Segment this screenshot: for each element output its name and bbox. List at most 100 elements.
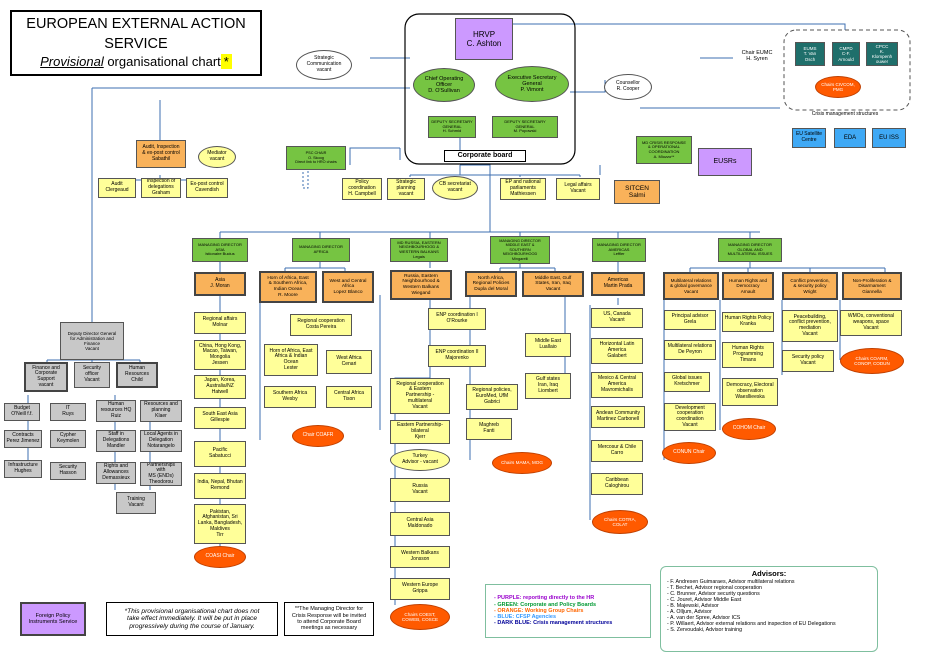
advisor-6: - A. van der Spree, Advisor ICS [667,615,741,622]
box-chair-eumc: Chair EUMC H. Syren [733,43,781,69]
box-mena-chair: Chairs MAMA, MOG [492,452,552,474]
box-md-americas: MANAGING DIRECTOR AMERICAS Leffler [592,238,646,262]
box-americas-chair: Chairs COTRA, COLAT [592,510,648,534]
title-subtitle: Provisional organisational chart* [12,54,260,69]
box-russia-head: Russia, Eastern Neighbourhood & Western … [390,270,452,300]
advisor-7: - P. Willaert, Advisor external relation… [667,621,836,628]
box-md-crisis: MD CRISIS RESPONSE & OPERATIONAL COORDIN… [636,136,692,164]
box-mena-regional-policies: Regional policies, EuroMed, UfM Gabrici [466,384,518,410]
box-training: Training Vacant [116,492,156,514]
box-exec-sec: Executive Secretary General P. Vimont [495,66,569,102]
box-global-wmd: WMOs, conventional weapons, space Vacant [840,310,902,336]
box-asia-item-2: Japan, Korea, Australia/NZ Hatwell [194,375,246,399]
advisor-1: - T. Bechet, Advisor regional cooperatio… [667,584,763,591]
box-asia-head: Asia J. Moran [194,272,246,296]
box-dsg-schmid: DEPUTY SECRETARY GENERAL H. Schmid [428,116,476,138]
box-hrvp: HRVP C. Ashton [455,18,513,60]
box-mena-me: Middle East Luallaio [525,333,571,357]
box-americas-head: Americas Martin Prada [591,272,645,296]
box-asia-chair: COASI Chair [194,546,246,568]
box-fpi: Foreign Policy Instruments Service [20,602,86,636]
legend-box: - PURPLE: reporting directly to the HR -… [485,584,651,638]
box-global-chair-conun: CONUN Chair [662,442,716,464]
box-global-conflict: Conflict prevention, & security policy W… [782,272,838,300]
box-corporate-board: Corporate board [444,150,526,162]
box-africa-west-sub: West Africa Cenari [326,350,372,374]
box-asia-item-1: China, Hong Kong, Macao, Taiwan, Mongoli… [194,340,246,370]
box-staff-delegations: Staff in Delegations Mandler [96,430,136,452]
box-md-mena: MANAGING DIRECTOR MIDDLE EAST & SOUTHERN… [490,236,550,264]
title-star: * [220,54,232,69]
box-africa-horn-sub: Horn of Africa, East Africa & Indian Oce… [264,344,318,376]
box-asia-item-4: Pacific Sabatucci [194,441,246,467]
box-counsellor: Counsellor R. Cooper [604,74,652,100]
box-global-nonprolif: Non-Proliferation & Disarmament Giannell… [842,272,902,300]
box-mena-enp2: ENP coordination II Majorenko [428,345,486,367]
box-global-multilateral: Multilateral relations & global governan… [663,272,719,300]
box-americas-item-0: US, Canada Vacant [591,308,643,328]
box-cypher: Cypher Keymolen [50,430,86,448]
box-americas-item-2: Mexico & Central America Mavromichalis [591,372,643,398]
advisor-5: - A. Olljum, Advisor [667,609,712,616]
advisor-8: - S. Zervoudaki, Advisor training [667,627,743,634]
box-global-multilateral-adv: Multilateral relations De Peyron [664,340,716,360]
box-coo: Chief Operating Officer D. O'Sullivan [413,68,475,102]
box-strategic-comm: Strategic Communication vacant [296,50,352,80]
box-americas-item-4: Mercosur & Chile Carro [591,440,643,462]
box-eu-iss: EU ISS [872,128,906,148]
box-eu-satellite: EU Satellite Centre [792,128,826,148]
chart-title: EUROPEAN EXTERNAL ACTION SERVICE Provisi… [10,10,262,76]
box-global-principal-advisor: Principal advisor Grela [664,310,716,330]
box-global-peacebuilding: Peacebuilding, conflict prevention, medi… [782,310,838,342]
box-russia-w-balkans: Western Balkans Jonsson [390,546,450,568]
box-policy-coord: Policy coordination H. Campbell [342,178,382,200]
box-security: Security Hasson [50,462,86,480]
box-russia-central-asia: Central Asia Maldonado [390,512,450,536]
box-russia-chair: Chairs COEST, COWEB, COSCE [390,604,450,630]
box-africa-southern: Southern Africa Wesby [264,386,316,408]
box-ddg-admin: Deputy Director General for Administrati… [60,322,124,360]
box-africa-central: Central Africa Tison [326,386,372,408]
box-asia-item-0: Regional affairs Molnar [194,312,246,334]
box-rights: Rights and Allowances Demassieux [96,462,136,484]
box-finance: Finance and Corporate Support vacant [24,362,68,392]
box-africa-regional: Regional cooperation Costa Pereira [290,314,352,336]
legend-orange: - ORANGE: Working Group Chairs [494,607,584,614]
box-md-africa: MANAGING DIRECTOR AFRICA [292,238,350,262]
advisor-4: - B. Majewski, Advisor [667,602,719,609]
box-americas-item-3: Andean Community Martinez Carbonell [591,406,645,428]
advisor-2: - C. Brunner, Advisor security questions [667,590,760,597]
box-cpcc: CPCC K. Klompenh ouwer [866,42,898,66]
box-infrastructure: Infrastructure Hughes [4,460,42,478]
box-contracts: Contracts Perez Jimenez [4,430,42,448]
box-budget: Budget O'Neill f.f. [4,403,40,421]
box-cmpd: CMPD C-F. Arnould [832,42,860,66]
box-global-democracy: Democracy, Electoral observation Waeslli… [722,378,778,406]
box-russia-turkey: Turkey Advisor - vacant [390,449,450,471]
box-mena-middle-east: Middle East, Gulf States, Iran, Iraq Vac… [522,271,584,297]
box-africa-horn: Horn of Africa, East & Southern Africa, … [259,271,317,303]
box-asia-item-3: South East Asia Gillespie [194,407,246,429]
box-sitcen: SITCEN Salmi [614,180,660,204]
box-md-asia: MANAGING DIRECTOR ASIA Istionaire Bucius [192,238,248,262]
box-russia-regional: Regional cooperation & Eastern Partnersh… [390,378,450,414]
box-hr-hq: Human resources HQ Ruiz [96,400,136,422]
box-russia-russia: Russia Vacant [390,478,450,502]
legend-blue: - BLUE: CFSP Agencies [494,614,557,621]
title-line-2: SERVICE [104,36,168,52]
box-chairs-civcom: Chairs CIVCOM, PMG [815,76,861,98]
box-global-chair-cohom: COHOM Chair [722,418,776,440]
box-md-global: MANAGING DIRECTOR GLOBAL AND MULTILATERA… [718,238,782,262]
box-audit: Audit, Inspection & ex-post control Saba… [136,140,186,168]
legend-purple: - PURPLE: reporting directly to the HR [494,595,595,602]
box-americas-item-5: Caribbean Caloghirou [591,473,643,495]
title-rest: organisational chart [103,54,221,69]
title-line-1: EUROPEAN EXTERNAL ACTION [26,16,246,32]
box-security-officer: Security officer Vacant [74,362,110,388]
box-audit-sub: Audit Clergeaud [98,178,136,198]
box-americas-item-1: Horizontal Latin America Galabert [591,338,643,364]
legend-green: - GREEN: Corporate and Policy Boards [494,601,597,608]
box-asia-item-5: India, Nepal, Bhutan Remond [194,473,246,499]
box-global-global-issues: Global issues Kretschmer [664,372,710,392]
title-provisional: Provisional [40,54,104,69]
